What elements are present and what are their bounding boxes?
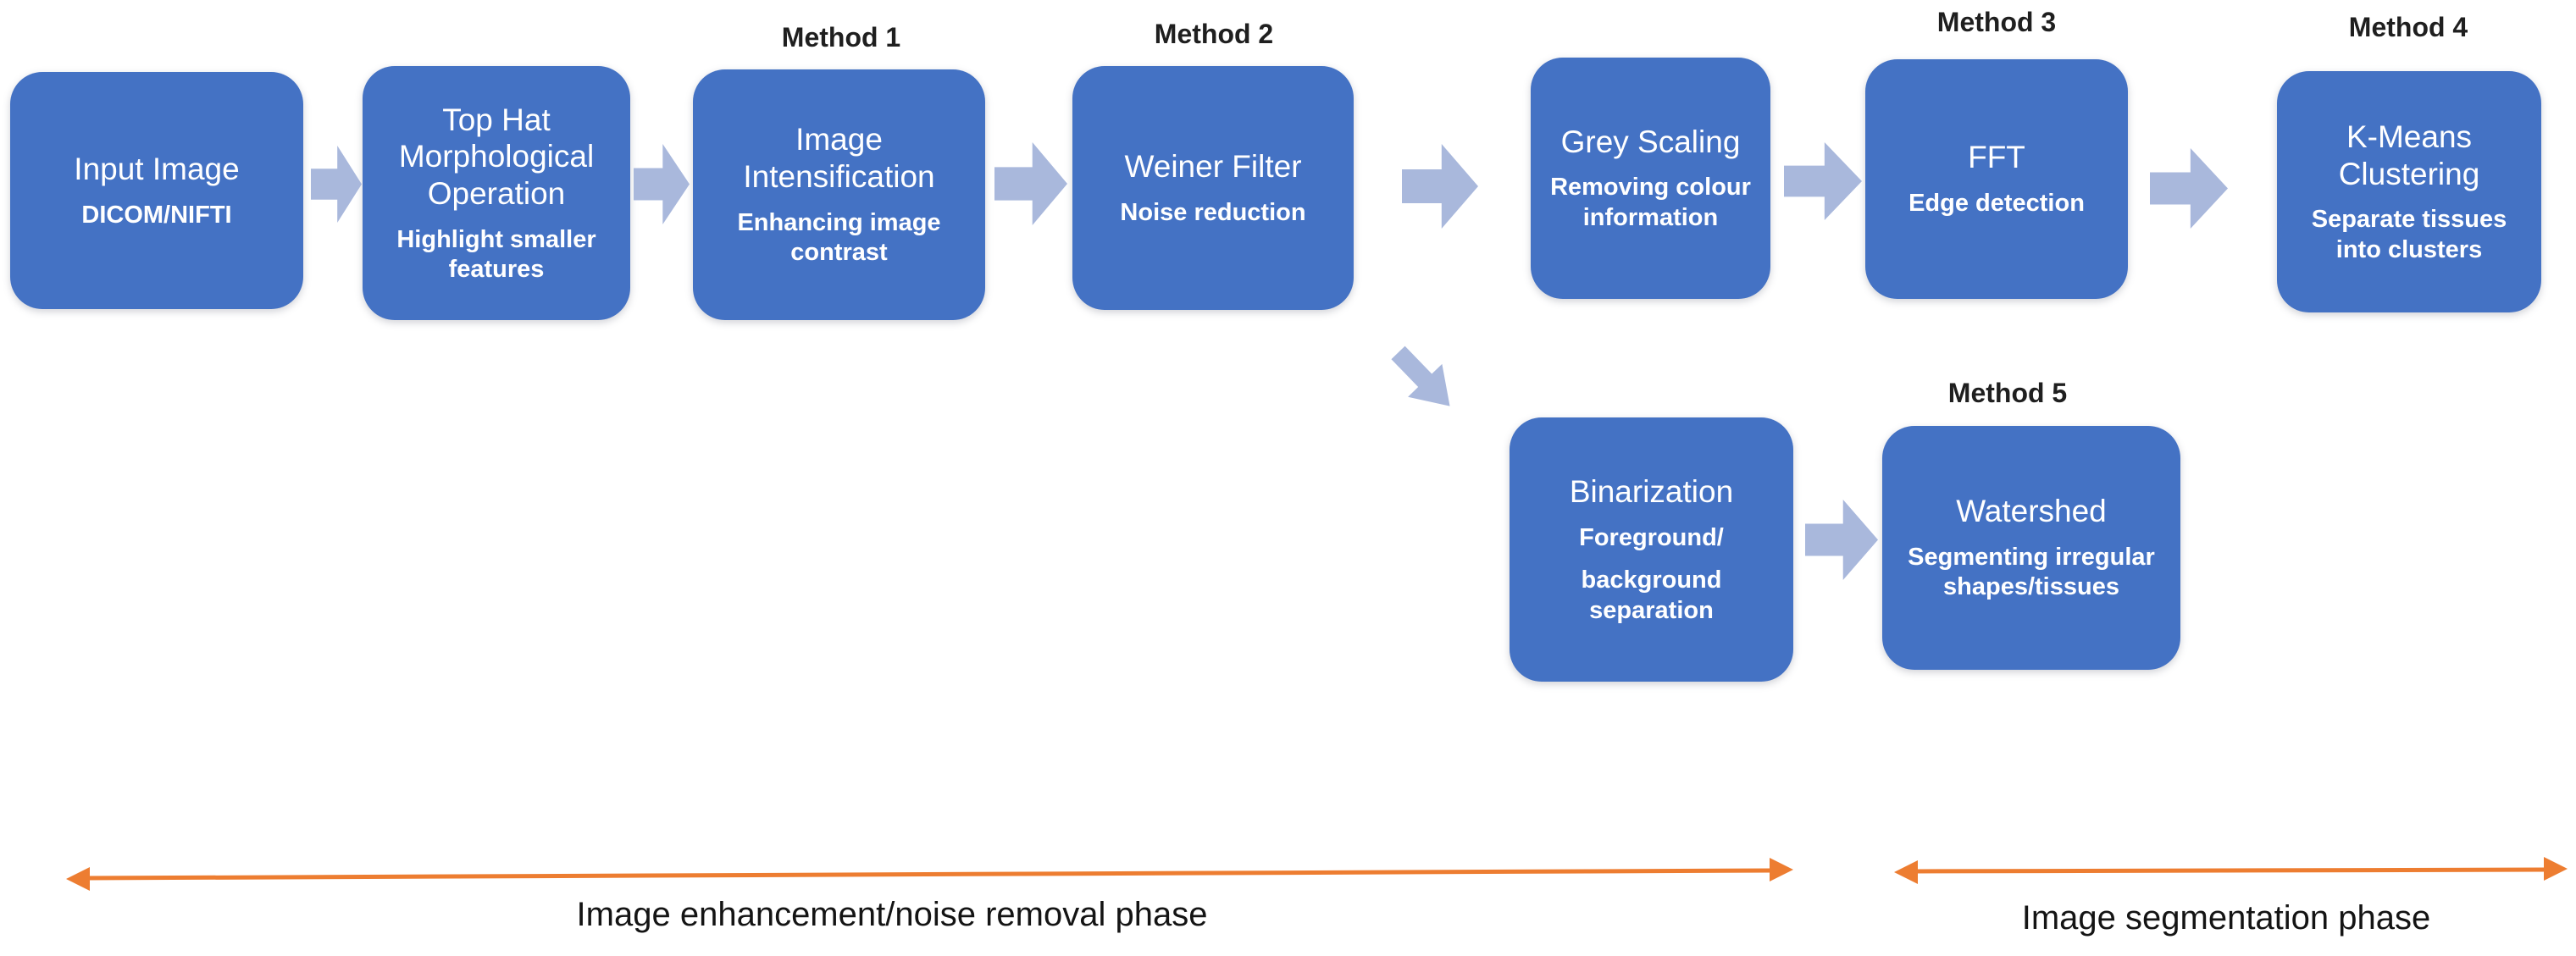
node-subtitle: Edge detection	[1908, 190, 2085, 218]
method-label-1: Method 1	[781, 22, 901, 52]
node-title: K-Means Clustering	[2338, 119, 2480, 191]
method-label-5: Method 5	[1947, 378, 2068, 408]
phase-label-segmentation: Image segmentation phase	[2021, 899, 2431, 937]
node-title: Image Intensification	[743, 122, 935, 195]
flow-arrow-down-right-icon	[1381, 336, 1466, 423]
node-fft: FFT Edge detection	[1865, 59, 2128, 299]
node-subtitle: Noise reduction	[1120, 198, 1306, 226]
segmentation-phase-arrow-icon	[1894, 857, 2568, 884]
phase-label-enhancement: Image enhancement/noise removal phase	[576, 896, 1208, 933]
node-subtitle: Foreground/	[1579, 523, 1724, 551]
flow-arrow-right-icon	[994, 142, 1067, 225]
node-binarization: Binarization Foreground/ background sepa…	[1510, 417, 1793, 682]
flow-arrow-right-icon	[634, 144, 690, 224]
node-title: Binarization	[1569, 474, 1734, 510]
method-label-4: Method 4	[2348, 12, 2468, 42]
node-weiner-filter: Weiner Filter Noise reduction	[1072, 66, 1354, 310]
node-subtitle: Separate tissues into clusters	[2311, 206, 2507, 263]
node-input-image: Input Image DICOM/NIFTI	[10, 72, 303, 309]
method-label-2: Method 2	[1154, 19, 1274, 49]
node-watershed: Watershed Segmenting irregular shapes/ti…	[1882, 426, 2180, 670]
flow-arrow-right-icon	[1784, 142, 1862, 220]
node-top-hat: Top Hat Morphological Operation Highligh…	[363, 66, 630, 320]
method-label-3: Method 3	[1936, 7, 2057, 37]
node-kmeans-clustering: K-Means Clustering Separate tissues into…	[2277, 71, 2541, 312]
node-subtitle: Removing colour information	[1550, 174, 1751, 231]
enhancement-phase-arrow-icon	[66, 858, 1793, 891]
node-title: Top Hat Morphological Operation	[398, 102, 595, 211]
node-subtitle: Enhancing image contrast	[737, 208, 941, 267]
flow-arrow-right-icon	[1402, 144, 1478, 229]
node-subtitle: DICOM/NIFTI	[81, 201, 232, 229]
node-subtitle: background separation	[1581, 566, 1722, 624]
node-grey-scaling: Grey Scaling Removing colour information	[1531, 58, 1770, 299]
flow-arrow-right-icon	[2150, 148, 2228, 229]
node-subtitle: Segmenting irregular shapes/tissues	[1908, 543, 2155, 601]
node-title: Watershed	[1956, 494, 2107, 529]
node-subtitle: Highlight smaller features	[396, 225, 596, 283]
flow-arrow-right-icon	[1805, 500, 1878, 580]
node-title: Grey Scaling	[1560, 124, 1741, 159]
node-title: FFT	[1968, 140, 2025, 175]
node-title: Input Image	[74, 151, 240, 186]
node-image-intensification: Image Intensification Enhancing image co…	[693, 69, 985, 320]
node-title: Weiner Filter	[1124, 148, 1302, 184]
flow-arrow-right-icon	[311, 146, 362, 223]
